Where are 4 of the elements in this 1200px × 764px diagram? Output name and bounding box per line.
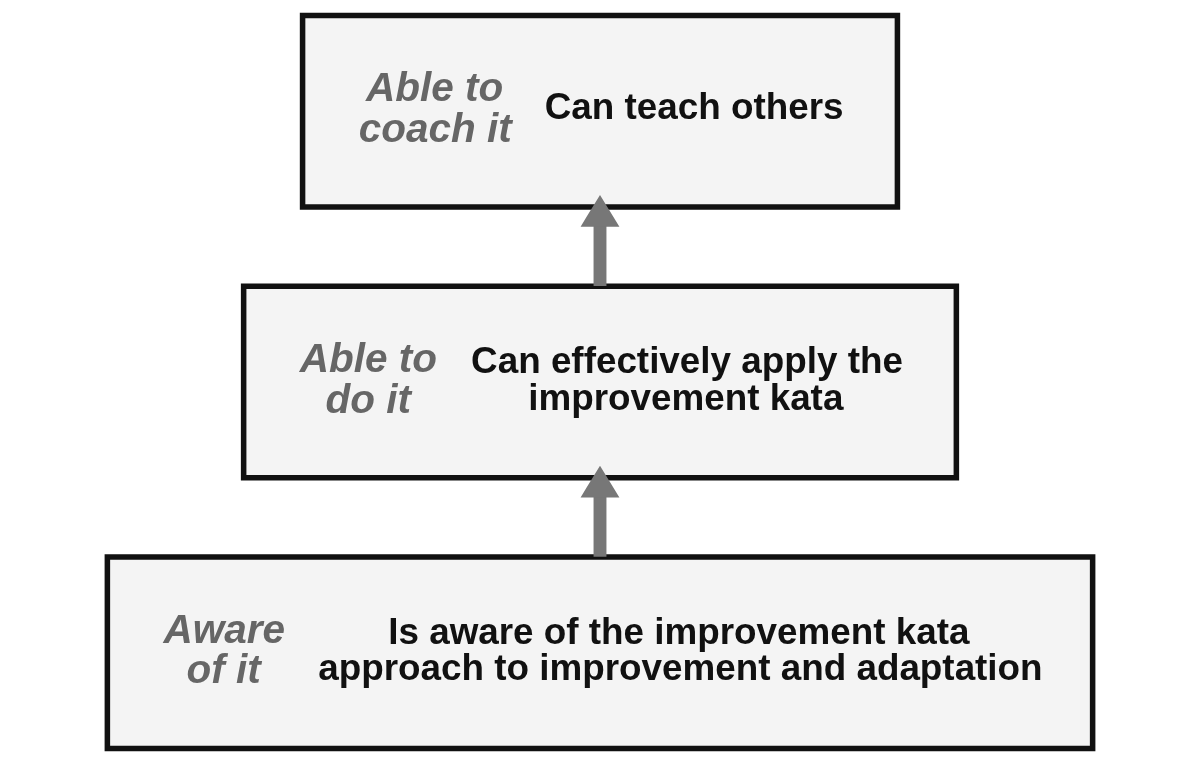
arrow (580, 195, 620, 286)
node-box: Aware of it Is aware of the improvement kata approach to improvement and adaptation (104, 554, 1096, 752)
node-box: Able to do it Can effectively apply the improvement kata (240, 283, 960, 481)
arrow (580, 465, 620, 557)
